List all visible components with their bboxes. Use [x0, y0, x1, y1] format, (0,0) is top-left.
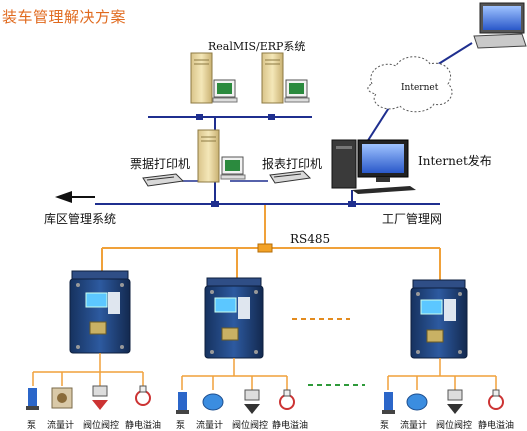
- desktop-pc-icon: [331, 139, 416, 194]
- device-group-3: [387, 358, 497, 390]
- flowmeter-icon: [51, 387, 73, 409]
- static-label: 静电溢油: [478, 421, 515, 431]
- loading-controller-icon: [410, 279, 468, 359]
- loading-controller-icon: [204, 277, 264, 359]
- rs485-label: RS485: [290, 232, 331, 246]
- printer-icon: [142, 173, 185, 187]
- server-icon: [261, 52, 310, 104]
- printer-icon: [269, 170, 312, 184]
- rs485-junction: [257, 243, 273, 253]
- flowmeter-label: 流量计: [47, 421, 75, 431]
- valve-label: 阀位阀控: [83, 421, 120, 431]
- pump-icon: [382, 392, 395, 414]
- flowmeter-label: 流量计: [196, 421, 224, 431]
- depot-system-label: 库区管理系统: [44, 212, 117, 226]
- static-overflow-icon: [488, 389, 504, 410]
- pump-label: 泵: [380, 421, 390, 431]
- flowmeter-icon: [406, 393, 428, 411]
- arrow-left-icon: [55, 191, 72, 203]
- static-overflow-icon: [135, 385, 151, 406]
- laptop-icon: [473, 2, 527, 49]
- pump-icon: [176, 392, 189, 414]
- factory-network-label: 工厂管理网: [382, 212, 443, 226]
- valve-icon: [92, 385, 108, 410]
- flowmeter-label: 流量计: [400, 421, 428, 431]
- ticket-printer-label: 票据打印机: [130, 157, 191, 171]
- flowmeter-icon: [202, 393, 224, 411]
- mis-label: RealMIS/ERP系统: [208, 40, 306, 53]
- static-label: 静电溢油: [272, 421, 309, 431]
- page-title: 装车管理解决方案: [2, 8, 127, 26]
- valve-icon: [447, 389, 463, 414]
- valve-label: 阀位阀控: [232, 421, 269, 431]
- static-overflow-icon: [279, 389, 295, 410]
- loading-controller-icon: [69, 270, 131, 354]
- pump-label: 泵: [176, 421, 186, 431]
- valve-icon: [244, 389, 260, 414]
- pump-label: 泵: [27, 421, 37, 431]
- static-label: 静电溢油: [125, 421, 162, 431]
- server-icon: [190, 52, 238, 104]
- device-group-2: [181, 358, 288, 390]
- pump-icon: [26, 388, 39, 410]
- internet-cloud-label: Internet: [401, 83, 439, 93]
- internet-link: [366, 102, 393, 143]
- main-bus: [55, 191, 440, 207]
- server-icon: [197, 129, 246, 183]
- internet-publish-label: Internet发布: [418, 154, 492, 168]
- valve-label: 阀位阀控: [436, 421, 473, 431]
- top-bus: [148, 114, 312, 120]
- device-group-1: [32, 353, 144, 386]
- report-printer-label: 报表打印机: [262, 157, 323, 171]
- internet-cloud-icon: [367, 56, 453, 113]
